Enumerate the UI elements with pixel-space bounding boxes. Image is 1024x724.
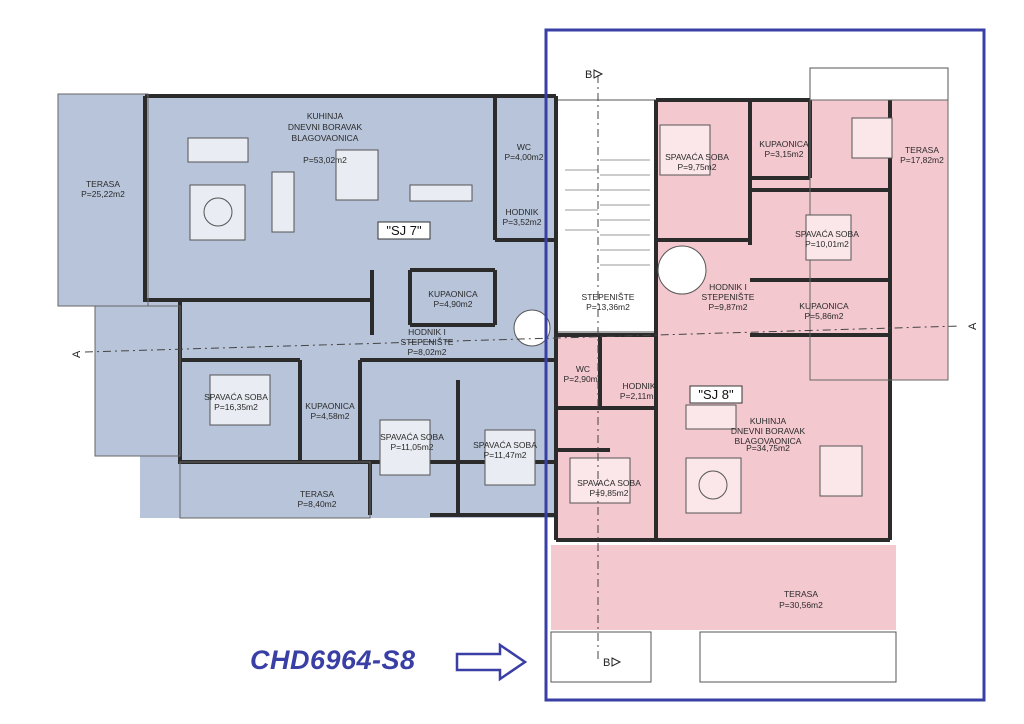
room-name: KUPAONICA	[799, 301, 849, 311]
room-area: P=8,02m2	[408, 347, 447, 357]
room-area: P=2,90m2	[564, 374, 603, 384]
room-area: P=17,82m2	[900, 155, 944, 165]
room-area: P=10,01m2	[805, 239, 849, 249]
room-name: TERASA	[86, 179, 120, 189]
room-name: TERASA	[784, 589, 818, 599]
room-name: KUPAONICA	[305, 401, 355, 411]
room-name: SPAVAĆA SOBA	[473, 440, 537, 450]
section-mark-a-left: A	[71, 350, 83, 358]
room-area: P=11,47m2	[483, 450, 526, 460]
room-name: TERASA	[300, 489, 334, 499]
room-area: P=5,86m2	[805, 311, 844, 321]
section-mark-a-right: A	[967, 322, 979, 330]
room-name: WC	[576, 364, 590, 374]
room-name: SPAVAĆA SOBA	[665, 152, 729, 162]
apartment-8-area	[551, 100, 948, 630]
room-name: SPAVAĆA SOBA	[380, 432, 444, 442]
section-marks: B B A A	[71, 69, 979, 669]
room-name: SPAVAĆA SOBA	[577, 478, 641, 488]
room-area: P=30,56m2	[779, 600, 823, 610]
apartment-7-tag: "SJ 7"	[386, 223, 422, 238]
listing-code: CHD6964-S8	[250, 645, 416, 675]
room-area: P=9,87m2	[709, 302, 748, 312]
room-area: P=4,90m2	[434, 299, 473, 309]
apartment-8-tag: "SJ 8"	[698, 387, 734, 402]
stairs-area: P=13,36m2	[586, 302, 630, 312]
room-area: P=11,05m2	[390, 442, 433, 452]
room-name: KUPAONICA	[428, 289, 478, 299]
section-mark-b-bottom: B	[603, 657, 610, 669]
room-area: P=4,00m2	[505, 152, 544, 162]
apartment-8-frame	[544, 28, 986, 702]
room-name: HODNIK	[622, 381, 655, 391]
room-name: HODNIK	[505, 207, 538, 217]
section-mark-b-top: B	[585, 69, 592, 81]
room-area: P=53,02m2	[303, 155, 347, 165]
section-lines	[84, 75, 961, 660]
room-area: P=9,85m2	[590, 488, 629, 498]
room-area: P=3,15m2	[765, 149, 804, 159]
room-name: TERASA	[905, 145, 939, 155]
apartment-8-labels: SPAVAĆA SOBA P=9,75m2 KUPAONICA P=3,15m2…	[564, 139, 945, 610]
room-area: P=25,22m2	[81, 189, 125, 199]
room-area: P=8,40m2	[298, 499, 337, 509]
room-area: P=4,58m2	[311, 411, 350, 421]
arrow-right-icon	[455, 642, 528, 682]
stairs-name: STEPENIŠTE	[582, 292, 635, 302]
room-name: WC	[517, 142, 531, 152]
room-area: P=34,75m2	[746, 443, 790, 453]
room-area: P=9,75m2	[678, 162, 717, 172]
room-name: KUPAONICA	[759, 139, 809, 149]
room-name: SPAVAĆA SOBA	[795, 229, 859, 239]
room-area: P=2,11m2	[620, 391, 659, 401]
room-area: P=16,35m2	[214, 402, 258, 412]
room-area: P=3,52m2	[503, 217, 542, 227]
room-name: SPAVAĆA SOBA	[204, 392, 268, 402]
furniture	[187, 117, 893, 514]
